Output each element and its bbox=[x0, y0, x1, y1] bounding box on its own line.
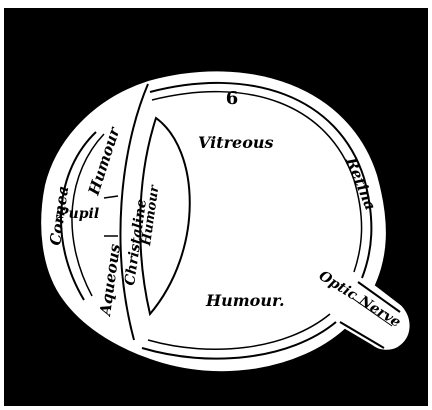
figure-number: 6 bbox=[226, 88, 239, 109]
label-pupil: Pupil bbox=[57, 206, 99, 222]
label-vitreous: Vitreous bbox=[198, 133, 274, 152]
label-humour-vitreous: Humour. bbox=[205, 291, 285, 310]
